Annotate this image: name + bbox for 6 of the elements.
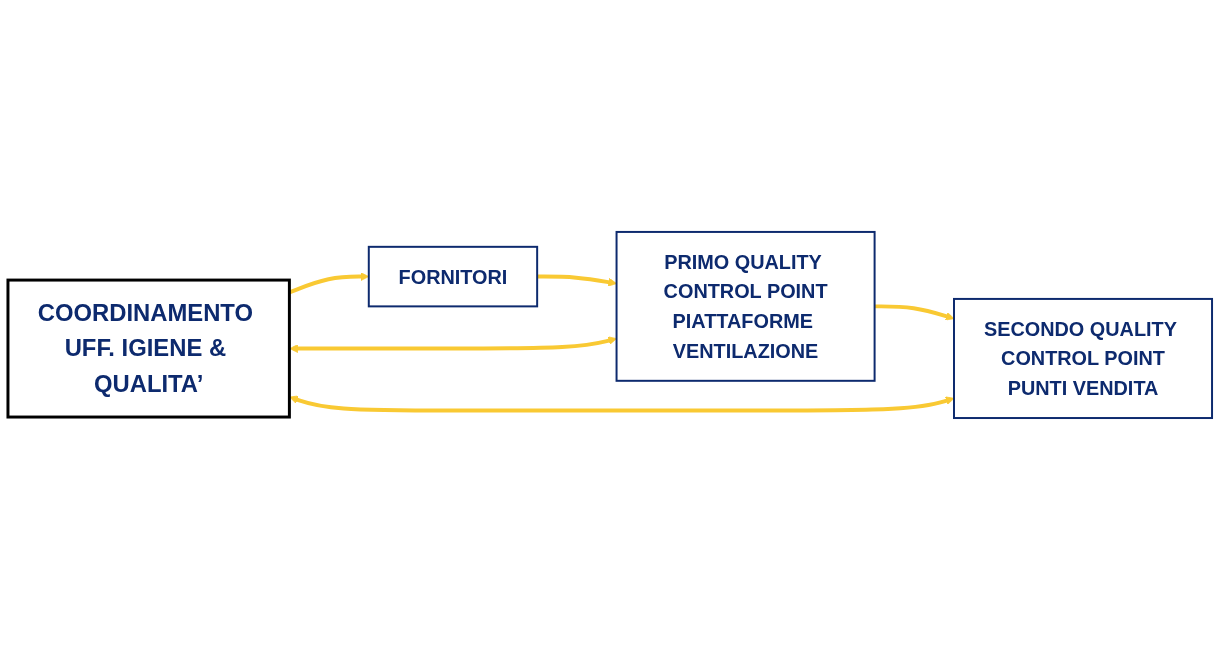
node-box: FORNITORI — [367, 245, 539, 307]
node-box: PRIMO QUALITY CONTROL POINT PIATTAFORME VENTILAZIONE — [615, 230, 876, 382]
arrow — [289, 335, 617, 353]
node-box: COORDINAMENTO UFF. IGIENE & QUALITA’ — [6, 278, 291, 419]
node-box: SECONDO QUALITY CONTROL POINT PUNTI VENDITA — [953, 297, 1214, 419]
arrow — [537, 274, 617, 287]
